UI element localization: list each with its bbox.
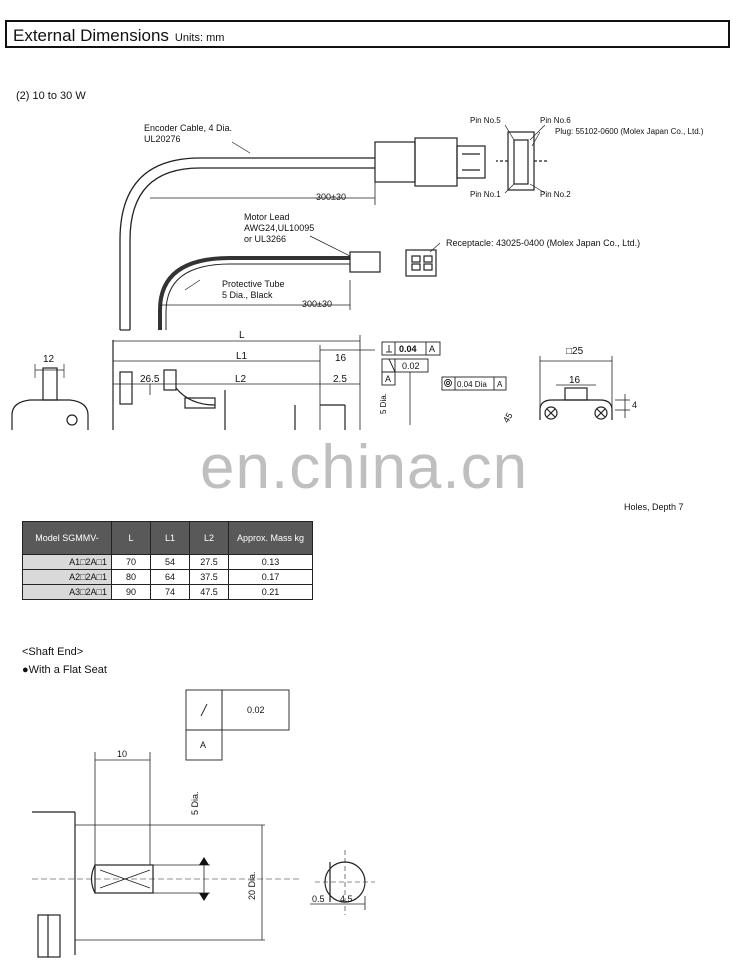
dim-26-5: 26.5: [140, 374, 160, 385]
encoder-ul-label: UL20276: [144, 134, 181, 144]
table-row: A1□2A□1 70 54 27.5 0.13: [22, 554, 313, 570]
dim-L: L: [239, 330, 245, 341]
shaft-ref: A: [200, 740, 206, 750]
tube-label: Protective Tube: [222, 279, 285, 289]
table-cell: 0.13: [228, 554, 313, 570]
pin5-label: Pin No.5: [470, 116, 501, 125]
motor-lead-awg: AWG24,UL10095: [244, 223, 314, 233]
table-cell: 70: [111, 554, 151, 570]
dim-16: 16: [335, 353, 347, 364]
shaft-dim-10: 10: [117, 749, 127, 759]
mass-table: Model SGMMV- L L1 L2 Approx. Mass kg A1□…: [22, 521, 313, 600]
tol-ref-a: A: [429, 344, 435, 354]
units-label: Units: mm: [174, 32, 225, 44]
table-cell: 0.21: [228, 584, 313, 600]
dim-45: 45: [501, 411, 515, 425]
dim-4: 4: [632, 400, 637, 410]
dim-sq25: □25: [566, 346, 584, 357]
table-cell: A1□2A□1: [22, 554, 112, 570]
table-header: Approx. Mass kg: [228, 521, 313, 555]
page-title: External Dimensions Units: mm: [13, 26, 224, 46]
shaft-tol: 0.02: [247, 705, 265, 715]
shaft-dia-dim: 5 Dia.: [379, 393, 388, 414]
holes-label: Holes, Depth 7: [624, 502, 684, 512]
encoder-cable-label: Encoder Cable, 4 Dia.: [144, 123, 232, 133]
table-cell: 54: [150, 554, 190, 570]
pin2-label: Pin No.2: [540, 190, 571, 199]
table-cell: 64: [150, 569, 190, 585]
pin1-label: Pin No.1: [470, 190, 501, 199]
table-cell: A2□2A□1: [22, 569, 112, 585]
table-cell: 80: [111, 569, 151, 585]
header-box: External Dimensions Units: mm: [5, 20, 730, 48]
receptacle-label: Receptacle: 43025-0400 (Molex Japan Co.,…: [446, 238, 640, 248]
motor-lead-ul: or UL3266: [244, 234, 286, 244]
table-cell: 90: [111, 584, 151, 600]
plug-label: Plug: 55102-0600 (Molex Japan Co., Ltd.): [555, 127, 704, 136]
watermark: en.china.cn: [200, 433, 529, 502]
table-header-row: Model SGMMV- L L1 L2 Approx. Mass kg: [22, 521, 313, 555]
shaft-end-subtitle: ●With a Flat Seat: [22, 664, 107, 676]
table-cell: 0.17: [228, 569, 313, 585]
section-label: (2) 10 to 30 W: [16, 90, 86, 102]
pin6-label: Pin No.6: [540, 116, 571, 125]
dim-12: 12: [43, 354, 55, 365]
table-row: A3□2A□1 90 74 47.5 0.21: [22, 584, 313, 600]
table-cell: 27.5: [189, 554, 229, 570]
dim-2-5: 2.5: [333, 374, 347, 385]
encoder-length-dim: 300±30: [316, 192, 346, 202]
dim-16b: 16: [569, 375, 581, 386]
table-header: L: [111, 521, 151, 555]
tol-0-04: 0.04: [399, 344, 417, 354]
shaft-20-dia: 20 Dia.: [247, 871, 257, 900]
dim-L2: L2: [235, 374, 247, 385]
table-header: Model SGMMV-: [22, 521, 112, 555]
tube-dia-label: 5 Dia., Black: [222, 290, 273, 300]
shaft-5-dia: 5 Dia.: [190, 791, 200, 815]
table-cell: A3□2A□1: [22, 584, 112, 600]
title-text: External Dimensions: [13, 26, 169, 45]
shaft-end-title: <Shaft End>: [22, 646, 84, 658]
shaft-dim-0-5: 0.5: [312, 894, 325, 904]
shaft-dim-4-5: 4.5: [340, 894, 353, 904]
table-header: L1: [150, 521, 190, 555]
conc-tol: 0.04 Dia: [457, 380, 487, 389]
motor-length-dim: 300±30: [302, 299, 332, 309]
tol-0-02: 0.02: [402, 361, 420, 371]
motor-lead-label: Motor Lead: [244, 212, 290, 222]
table-cell: 74: [150, 584, 190, 600]
dim-L1: L1: [236, 351, 248, 362]
datum-a: A: [385, 374, 391, 384]
conc-ref: A: [497, 380, 503, 389]
table-cell: 37.5: [189, 569, 229, 585]
table-header: L2: [189, 521, 229, 555]
table-row: A2□2A□1 80 64 37.5 0.17: [22, 569, 313, 585]
table-cell: 47.5: [189, 584, 229, 600]
